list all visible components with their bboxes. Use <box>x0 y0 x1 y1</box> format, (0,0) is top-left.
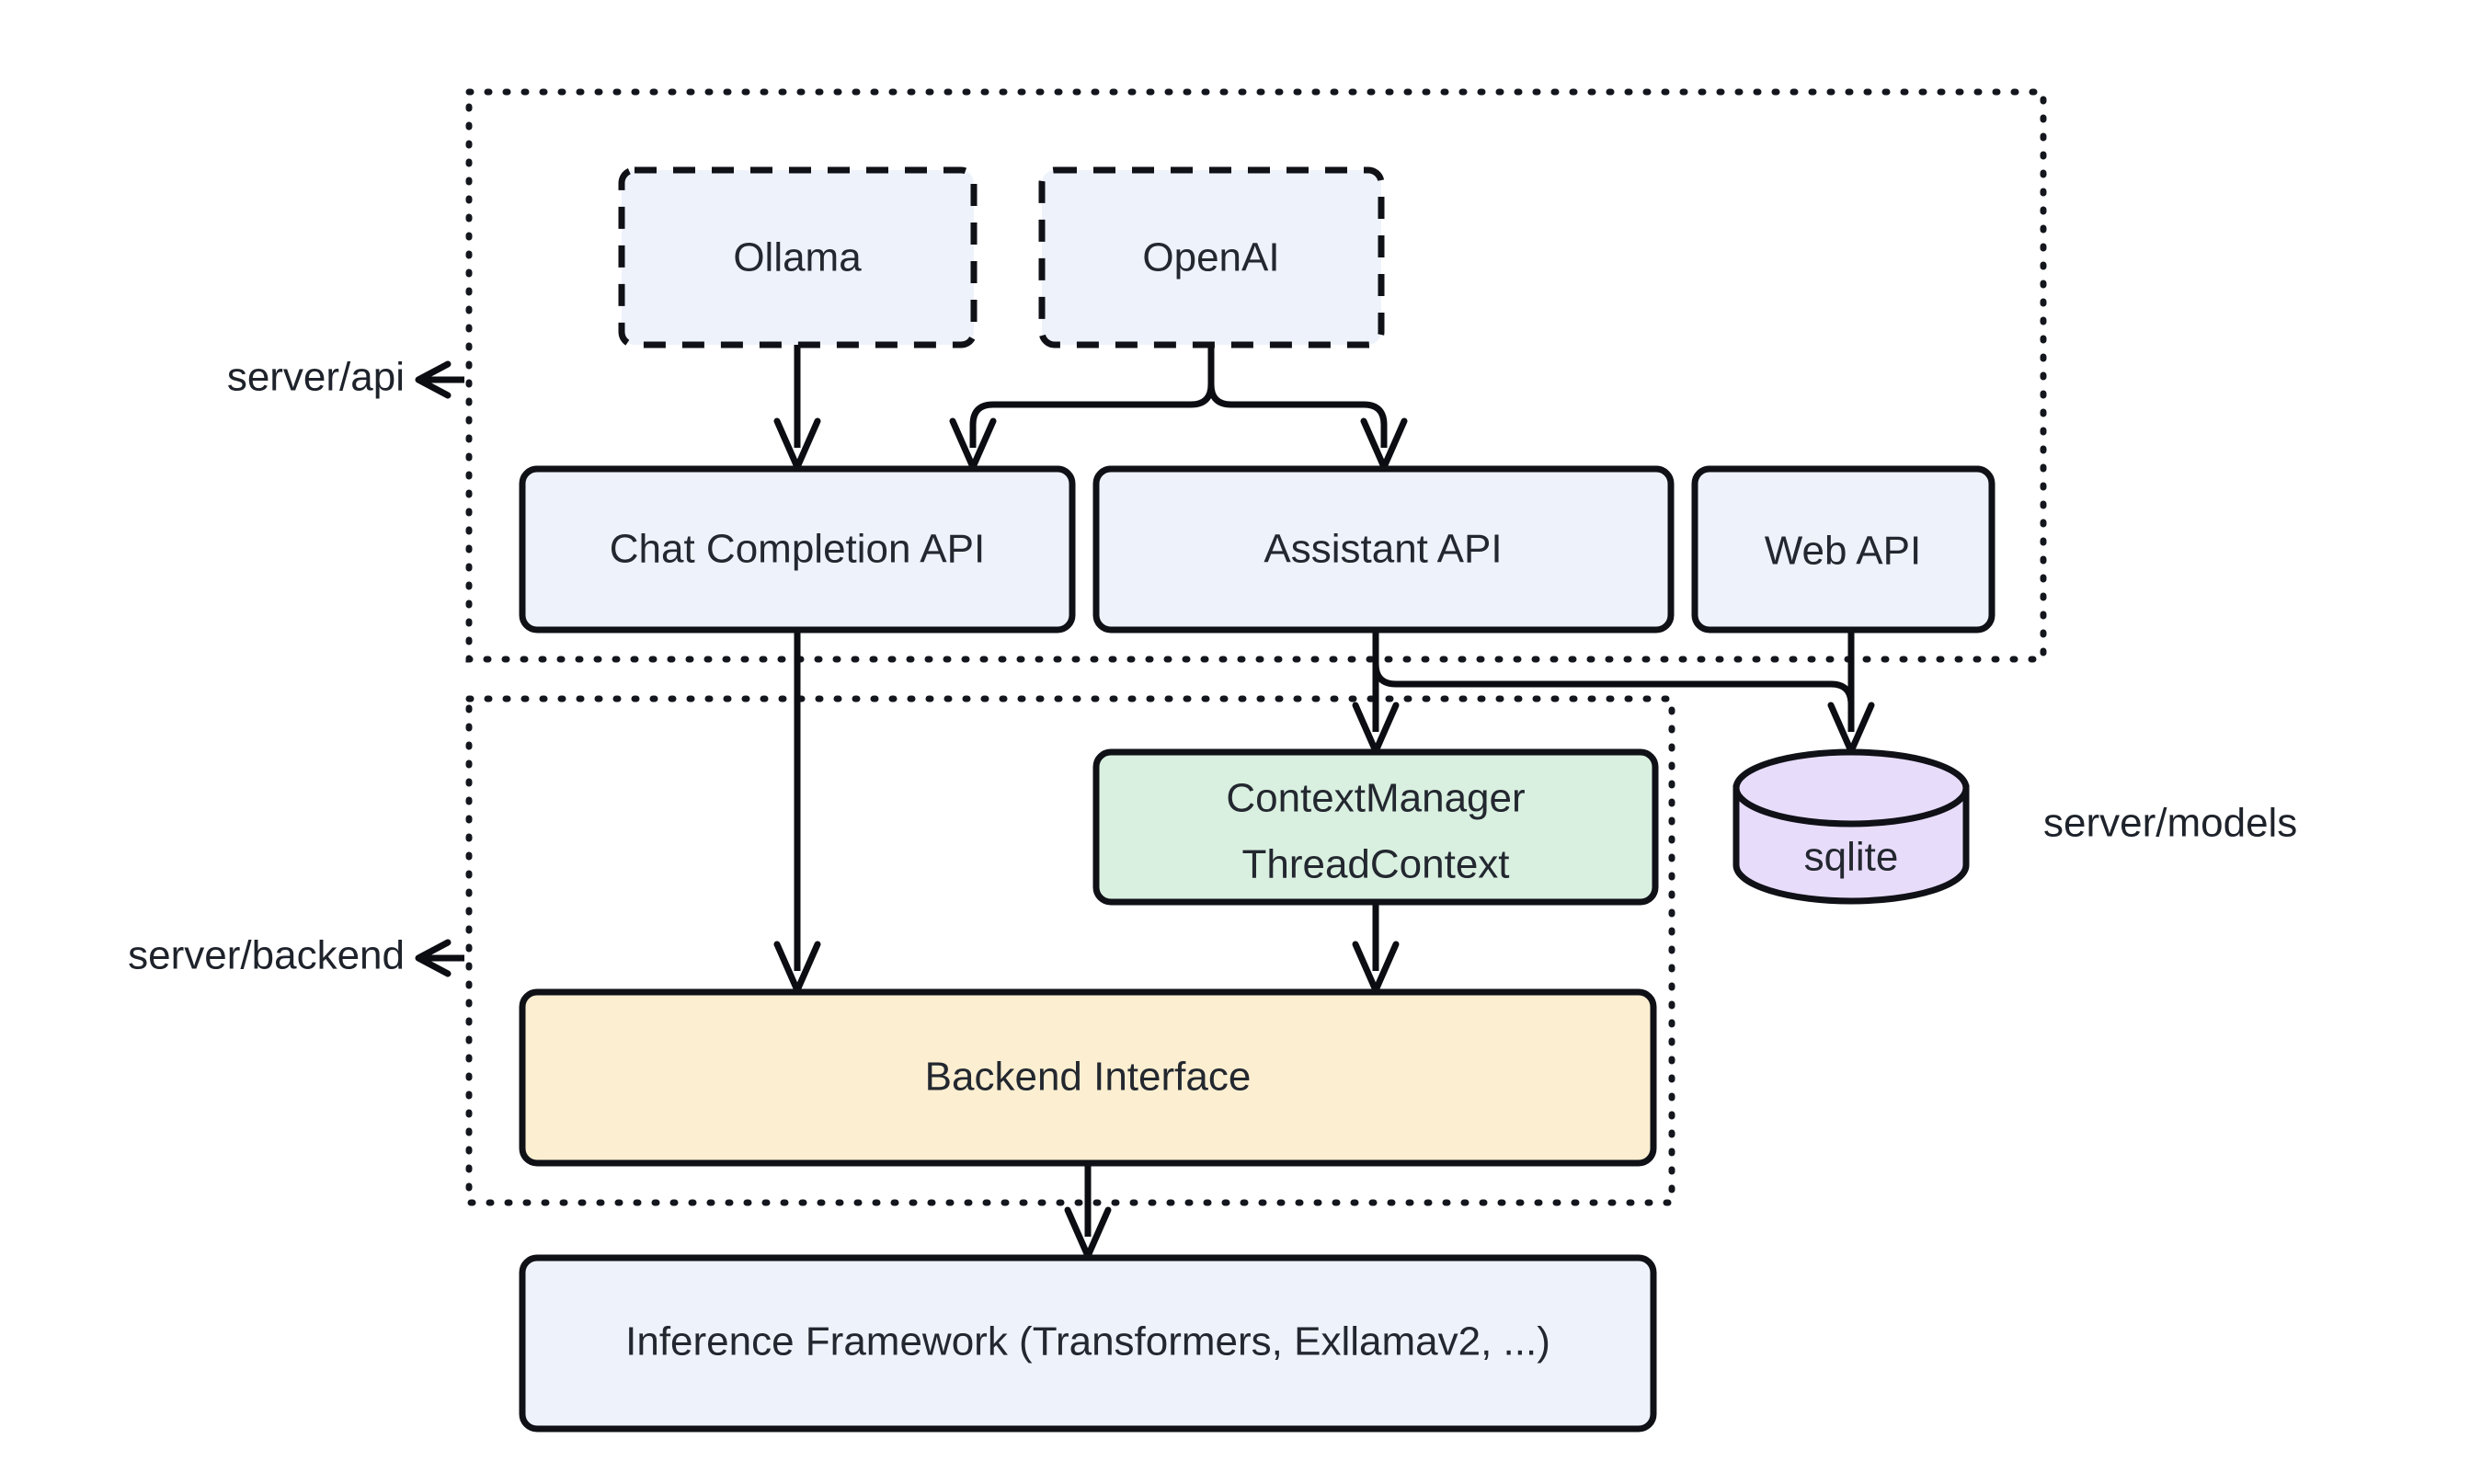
node-backend-interface-shape[interactable] <box>519 988 1657 1167</box>
group-label-server-api: server/api <box>227 355 405 400</box>
group-label-server-backend: server/backend <box>128 933 405 978</box>
node-inference-framework-label: Inference Framework (Transformers, Exlla… <box>625 1319 1550 1364</box>
edge-backend-interface-to-inference-framework <box>1064 1163 1112 1260</box>
node-sqlite-top-ellipse[interactable] <box>1732 748 1970 828</box>
group-server-backend: server/backend <box>128 695 1675 1206</box>
node-web-api[interactable]: Web API <box>1691 465 1995 634</box>
group-box-server-backend <box>465 695 1675 1206</box>
group-label-server-models: server/models <box>2043 801 2297 846</box>
node-backend-interface[interactable]: Backend Interface <box>519 988 1657 1167</box>
node-web-api-label: Web API <box>1765 529 1921 574</box>
node-backend-interface-label: Backend Interface <box>925 1055 1252 1100</box>
edge-chat-completion-api-to-backend-interface <box>773 630 821 994</box>
node-inference-framework[interactable]: Inference Framework (Transformers, Exlla… <box>519 1254 1657 1433</box>
node-sqlite-label: sqlite <box>1804 835 1899 880</box>
edge-line-openai-to-chat-completion-api <box>969 345 1215 448</box>
node-inference-framework-shape[interactable] <box>519 1254 1657 1433</box>
node-assistant-api-label: Assistant API <box>1264 527 1502 572</box>
node-chat-completion-api-shape[interactable] <box>519 465 1076 634</box>
group-pointer-arrow-server-backend <box>415 939 452 977</box>
node-context-manager[interactable]: ContextManager ThreadContext <box>1092 748 1659 906</box>
edge-assistant-api-to-sqlite <box>1372 630 1875 755</box>
node-ollama-label: Ollama <box>733 235 862 280</box>
node-openai-shape[interactable] <box>1038 166 1385 348</box>
node-sqlite[interactable]: sqlite <box>1732 748 1970 905</box>
node-assistant-api[interactable]: Assistant API <box>1092 465 1675 634</box>
group-server-models: server/models <box>2043 801 2297 846</box>
node-context-manager-label-line-2: ThreadContext <box>1241 842 1509 887</box>
node-context-manager-shape[interactable] <box>1092 748 1659 906</box>
edge-ollama-to-chat-completion-api <box>773 345 821 471</box>
node-ollama-shape[interactable] <box>618 166 978 348</box>
node-assistant-api-shape[interactable] <box>1092 465 1675 634</box>
edge-line <box>1372 630 1855 732</box>
node-layer: Ollama OpenAI Chat Completion API Assist… <box>519 166 1995 1433</box>
group-server-api: server/api <box>227 88 2047 663</box>
node-web-api-shape[interactable] <box>1691 465 1995 634</box>
edge-openai-fork <box>949 345 1408 471</box>
group-pointer-arrow-server-api <box>415 360 452 399</box>
node-openai[interactable]: OpenAI <box>1038 166 1385 348</box>
edge-line-openai-to-assistant-api <box>1207 345 1388 448</box>
group-box-server-api <box>465 88 2047 663</box>
node-chat-completion-api-label: Chat Completion API <box>610 527 985 572</box>
node-context-manager-label-line-1: ContextManager <box>1226 776 1525 821</box>
node-chat-completion-api[interactable]: Chat Completion API <box>519 465 1076 634</box>
node-ollama[interactable]: Ollama <box>618 166 978 348</box>
node-openai-label: OpenAI <box>1142 235 1279 280</box>
edge-context-manager-to-backend-interface <box>1352 902 1400 994</box>
